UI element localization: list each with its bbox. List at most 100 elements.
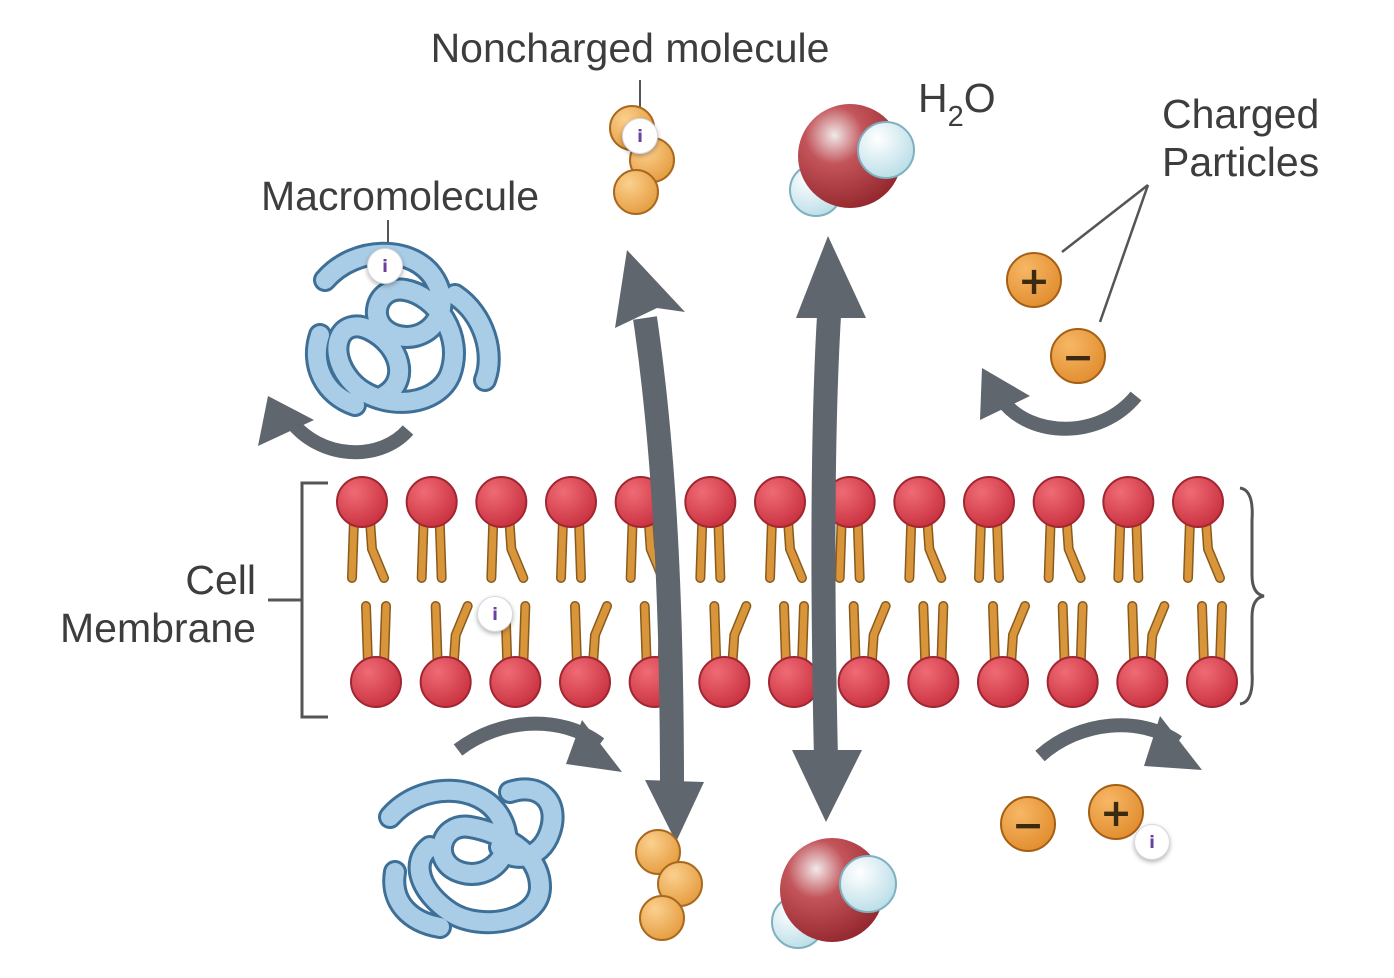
phospholipid-head-upper — [963, 476, 1015, 528]
phospholipid-head-upper — [684, 476, 737, 528]
lipid-tail-lower-fill — [780, 602, 790, 668]
charged-bounce-arrow-top — [980, 368, 1142, 436]
charged-bounce-arrow-bottom — [1035, 716, 1202, 770]
lipid-tail-lower-fill — [519, 602, 529, 668]
lipid-tail-upper-fill — [627, 516, 637, 582]
phospholipid-head-lower — [907, 656, 960, 708]
water-transport-arrow — [792, 236, 866, 822]
lipid-tail-lower-fill — [1216, 602, 1226, 668]
macromolecule-bounce-arrow-top — [258, 396, 414, 460]
lipid-tail-lower-fill — [1077, 602, 1087, 668]
lipid-tail-upper-fill — [575, 516, 585, 582]
lipid-tail-upper-fill — [993, 516, 1003, 582]
cell-membrane-label-line1: Cell — [185, 557, 256, 603]
lipid-tail-upper-fill — [418, 516, 428, 582]
negative-sign-bottom: − — [1012, 803, 1044, 847]
water-label: H2O — [918, 75, 996, 133]
lipid-tail-lower-fill — [798, 602, 808, 668]
phospholipid-head-lower — [350, 656, 402, 708]
info-button-charged-particles[interactable]: i — [1134, 824, 1170, 860]
noncharged-molecule-bottom — [635, 829, 703, 941]
phospholipid-head-lower — [1186, 656, 1238, 708]
lipid-tail-lower-fill — [450, 602, 472, 668]
info-button-macromolecule[interactable]: i — [367, 248, 403, 284]
positive-sign-bottom: + — [1100, 791, 1132, 835]
lipid-tail-upper-fill — [1045, 516, 1055, 582]
lipid-tail-upper-fill — [487, 516, 497, 582]
lipid-tail-upper-fill — [557, 516, 567, 582]
positive-sign-top: + — [1018, 259, 1050, 303]
phospholipid-head-lower — [419, 656, 472, 708]
membrane-bracket — [268, 481, 328, 719]
lipid-tail-upper-fill — [975, 516, 985, 582]
info-button-noncharged-molecule[interactable]: i — [622, 118, 658, 154]
phospholipid-head-upper — [405, 476, 458, 528]
lipid-tail-upper-fill — [714, 516, 724, 582]
lipid-tail-lower-fill — [571, 602, 581, 668]
lipid-tail-lower-fill — [868, 602, 890, 668]
lipid-tail-upper-fill — [436, 516, 446, 582]
phospholipid-head-lower — [768, 656, 820, 708]
lipid-tail-upper-fill — [1184, 516, 1194, 582]
macromolecule-bounce-arrow-bottom — [453, 716, 622, 772]
lipid-tail-lower-fill — [589, 602, 611, 668]
phospholipid-head-upper — [1172, 476, 1224, 528]
lipid-tail-lower-fill — [362, 602, 372, 668]
water-label-subscript: 2 — [948, 101, 964, 133]
lipid-tail-upper-fill — [1132, 516, 1142, 582]
lipid-tail-lower-fill — [1198, 602, 1208, 668]
phospholipid-head-lower — [837, 656, 890, 708]
lipid-tail-upper-fill — [1063, 516, 1085, 582]
lipid-tail-lower-fill — [989, 602, 999, 668]
lipid-tail-upper-fill — [766, 516, 776, 582]
negative-ion-top: − — [1050, 328, 1106, 384]
lipid-tail-lower-fill — [432, 602, 442, 668]
lipid-tail-lower-fill — [1007, 602, 1029, 668]
charged-leader-line-negative — [1098, 184, 1150, 323]
phospholipid-head-upper — [893, 476, 946, 528]
phospholipid-head-lower — [1046, 656, 1099, 708]
lipid-tail-lower-fill — [380, 602, 390, 668]
lipid-bilayer — [336, 476, 1238, 708]
lipid-tail-upper-fill — [836, 516, 846, 582]
lipid-tail-upper-fill — [905, 516, 915, 582]
lipid-tail-lower-fill — [850, 602, 860, 668]
water-label-h: H — [918, 75, 948, 121]
macromolecule-top — [304, 241, 501, 417]
phospholipid-head-upper — [1102, 476, 1155, 528]
positive-ion-bottom: + — [1088, 784, 1144, 840]
lipid-tail-upper-fill — [696, 516, 706, 582]
phospholipid-head-upper — [754, 476, 806, 528]
phospholipid-head-upper — [545, 476, 597, 528]
charged-particles-label-line1: Charged — [1162, 91, 1319, 137]
lipid-tail-upper-fill — [784, 516, 806, 582]
lipid-tail-lower-fill — [919, 602, 929, 668]
charged-particles-label-line2: Particles — [1162, 139, 1319, 185]
water-molecule-bottom — [771, 838, 897, 949]
water-label-o: O — [964, 75, 996, 121]
lipid-tail-lower-fill — [728, 602, 750, 668]
lipid-tail-upper-fill — [348, 516, 358, 582]
info-button-cell-membrane[interactable]: i — [477, 596, 513, 632]
cell-membrane-label-line2: Membrane — [60, 605, 256, 651]
phospholipid-head-lower — [559, 656, 611, 708]
lipid-tail-lower-fill — [937, 602, 947, 668]
charged-leader-line-positive — [1061, 184, 1149, 253]
lipid-tail-lower-fill — [1059, 602, 1069, 668]
noncharged-molecule-label: Noncharged molecule — [431, 25, 830, 71]
phospholipid-head-upper — [1032, 476, 1085, 528]
lipid-tail-lower-fill — [1128, 602, 1138, 668]
macromolecule-label: Macromolecule — [261, 173, 539, 219]
membrane-right-brace — [1239, 486, 1265, 706]
lipid-tail-upper-fill — [505, 516, 527, 582]
phospholipid-head-lower — [698, 656, 751, 708]
lipid-tail-upper-fill — [854, 516, 864, 582]
lipid-tail-lower-fill — [641, 602, 651, 668]
noncharged-transport-arrow — [615, 250, 704, 842]
phospholipid-head-lower — [1116, 656, 1169, 708]
lipid-tail-upper-fill — [366, 516, 388, 582]
lipid-tail-lower-fill — [1146, 602, 1168, 668]
negative-ion-bottom: − — [1000, 796, 1056, 852]
lipid-tail-lower-fill — [710, 602, 720, 668]
